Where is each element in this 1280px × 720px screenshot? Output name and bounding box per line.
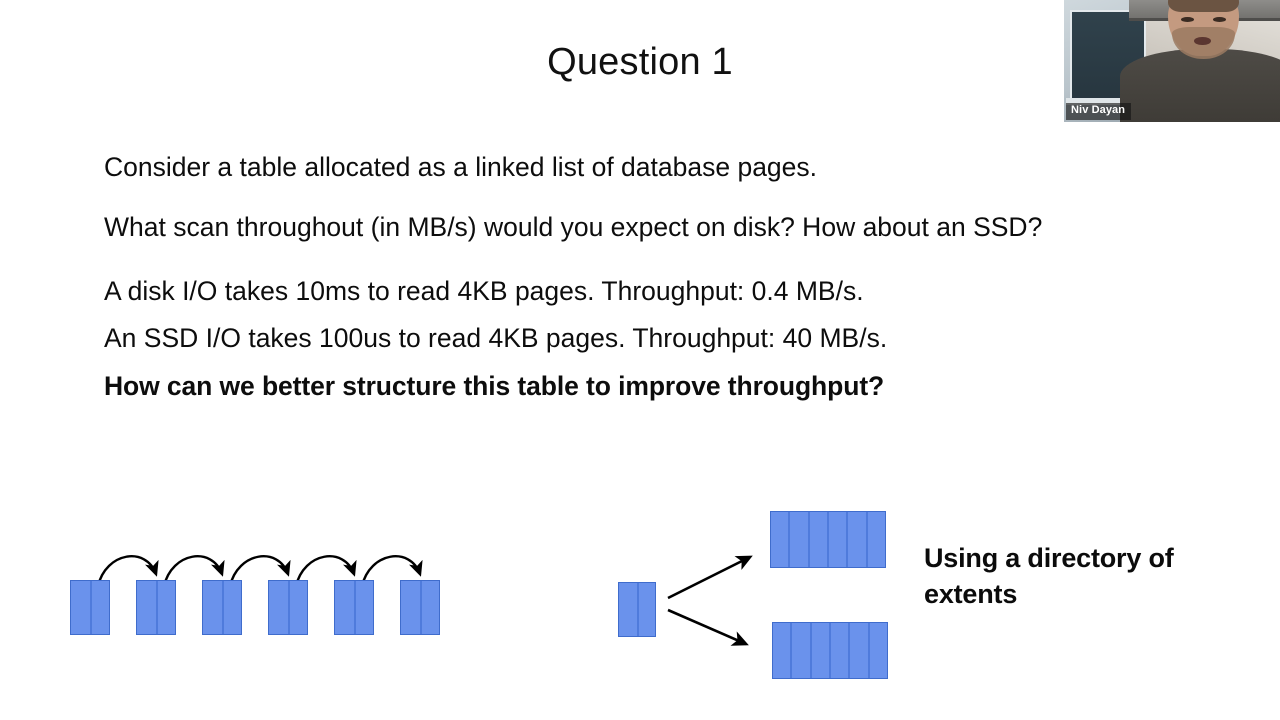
webcam-person-eye-left (1180, 17, 1194, 22)
extent-arrows (667, 555, 753, 646)
webcam-person-torso (1120, 48, 1280, 122)
body-line-3: A disk I/O takes 10ms to read 4KB pages.… (104, 275, 864, 306)
page-block (334, 580, 374, 635)
webcam-person-mouth (1193, 36, 1211, 46)
webcam-participant-name: Niv Dayan (1066, 103, 1132, 120)
directory-page-block (618, 582, 656, 637)
extent-block (772, 622, 888, 679)
extent-caption: Using a directory of extents (924, 543, 1174, 609)
extents-diagram (600, 500, 930, 695)
page-block (70, 580, 110, 635)
webcam-person-eye-right (1213, 17, 1226, 22)
webcam-board-ledge (1066, 97, 1147, 105)
page-block (136, 580, 176, 635)
webcam-overlay[interactable]: Niv Dayan (1064, 0, 1280, 122)
page-block (268, 580, 308, 635)
linked-list-diagram (60, 530, 460, 660)
body-line-2: What scan throughout (in MB/s) would you… (104, 212, 1043, 243)
page-block (400, 580, 440, 635)
webcam-person-hair (1167, 0, 1239, 13)
slide-body: Consider a table allocated as a linked l… (104, 152, 1214, 402)
body-line-4: An SSD I/O takes 100us to read 4KB pages… (104, 322, 888, 353)
slide-title: Question 1 (547, 41, 733, 83)
page-block (202, 580, 242, 635)
body-line-1: Consider a table allocated as a linked l… (104, 152, 818, 182)
body-line-5-question: How can we better structure this table t… (104, 371, 885, 402)
extent-block (770, 511, 886, 568)
